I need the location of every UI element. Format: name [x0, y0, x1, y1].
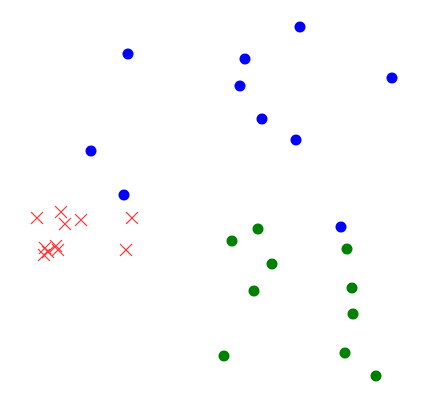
circle-marker-point	[294, 21, 306, 33]
x-marker-point	[54, 205, 68, 219]
circle-marker-point	[386, 72, 398, 84]
x-marker-point	[74, 213, 88, 227]
x-marker-point	[51, 243, 65, 257]
circle-marker-point	[234, 80, 246, 92]
circle-marker-point	[335, 221, 347, 233]
circle-marker-point	[85, 145, 97, 157]
circle-marker-point	[339, 347, 351, 359]
circle-marker-point	[290, 134, 302, 146]
x-marker-point	[119, 243, 133, 257]
circle-marker-point	[122, 48, 134, 60]
circle-marker-point	[218, 350, 230, 362]
x-marker-point	[125, 211, 139, 225]
circle-marker-point	[370, 370, 382, 382]
circle-marker-point	[226, 235, 238, 247]
circle-marker-point	[248, 285, 260, 297]
circle-marker-point	[266, 258, 278, 270]
x-marker-point	[49, 239, 63, 253]
circle-marker-point	[239, 53, 251, 65]
x-marker-point	[58, 217, 72, 231]
circle-marker-point	[252, 223, 264, 235]
circle-marker-point	[346, 282, 358, 294]
circle-marker-point	[341, 243, 353, 255]
plot-marks	[30, 21, 398, 382]
x-marker-point	[37, 248, 51, 262]
x-marker-point	[30, 211, 44, 225]
circle-marker-point	[118, 189, 130, 201]
circle-marker-point	[347, 308, 359, 320]
x-marker-point	[41, 245, 55, 259]
circle-marker-point	[256, 113, 268, 125]
